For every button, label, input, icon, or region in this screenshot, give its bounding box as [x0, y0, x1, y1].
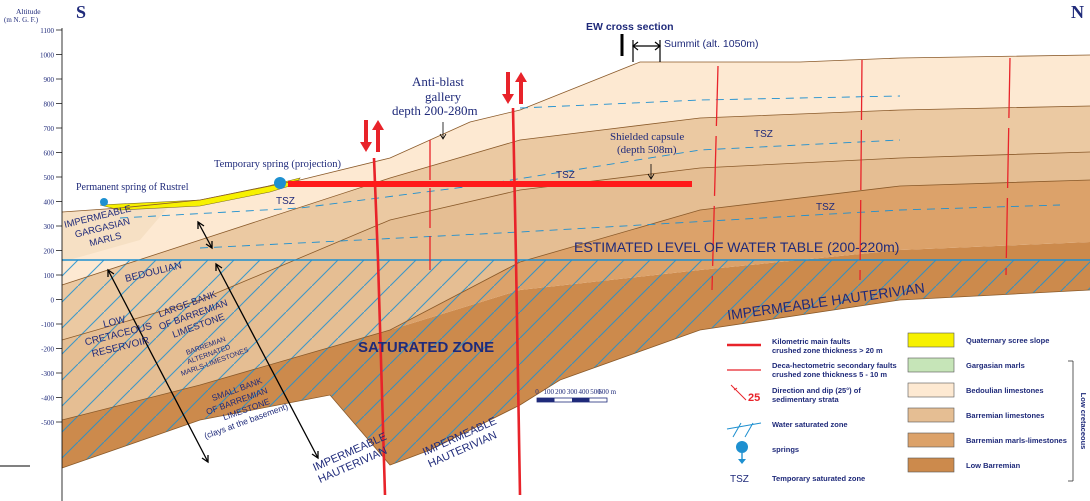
tsz-label-1: TSZ: [276, 196, 295, 207]
legend-swatch: [907, 407, 955, 423]
anti-blast-label-3: depth 200-280m: [392, 103, 478, 118]
secondary-fault-4: [1005, 57, 1011, 276]
legend-dip-value: 25: [748, 392, 760, 404]
shielded-label-1: Shielded capsule: [610, 131, 684, 143]
low-cretaceous-bracket-label: Low cretaceous: [1079, 393, 1088, 450]
thickness-arrows: [107, 220, 319, 464]
scale-tick-label: 0: [535, 388, 539, 396]
anti-blast-label-2: gallery: [425, 89, 462, 104]
axis-tick-label: 700: [44, 125, 55, 133]
water-table-label: ESTIMATED LEVEL OF WATER TABLE (200-220m…: [574, 239, 899, 255]
legend-swatch: [907, 432, 955, 448]
tsz-label-3: TSZ: [754, 129, 773, 140]
south-label: S: [76, 2, 86, 22]
axis-tick-label: 1100: [40, 27, 54, 35]
legend-dip-line2: sedimentary strata: [772, 395, 840, 404]
axis-tick-label: 100: [44, 272, 55, 280]
tsz-label-2: TSZ: [556, 170, 575, 181]
ew-cross-section-label: EW cross section: [586, 21, 674, 33]
altitude-axis: 110010009008007006005004003002001000-100…: [0, 27, 63, 501]
altitude-title: Altitude: [16, 7, 41, 16]
north-label: N: [1071, 2, 1084, 22]
summit-arrow: [632, 40, 661, 62]
scale-tick-label: 500: [590, 388, 601, 396]
summit-label: Summit (alt. 1050m): [664, 38, 759, 50]
shielded-label-2: (depth 508m): [617, 144, 677, 156]
saturated-zone-label: SATURATED ZONE: [358, 339, 494, 356]
axis-tick-label: 1000: [40, 52, 55, 60]
legend-water-label: Water saturated zone: [772, 420, 848, 429]
legend-secondary-fault-line2: crushed zone thickness 5 - 10 m: [772, 370, 887, 379]
spring-icon: [100, 177, 286, 206]
gargasian-marls-layer: [62, 205, 170, 262]
hauterivian-base: [62, 290, 1090, 501]
legend-dip-symbol: [730, 384, 747, 401]
axis-tick-label: 800: [44, 101, 55, 109]
legend-springs-label: springs: [772, 445, 799, 454]
legend-water-symbol: [726, 422, 762, 438]
axis-tick-label: 300: [44, 223, 55, 231]
legend-swatch: [907, 382, 955, 398]
barremian-marls-limestones-layer: [62, 180, 1090, 420]
legend-main-fault-line2: crushed zone thickness > 20 m: [772, 346, 883, 355]
legend-swatch-label: Barremian marls-limestones: [966, 436, 1067, 445]
barremian-limestones-upper: [62, 106, 1090, 340]
scale-tick-label: 300: [567, 388, 578, 396]
scale-tick-label: 400: [579, 388, 590, 396]
axis-tick-label: -200: [41, 346, 54, 354]
legend-secondary-fault-line1: Deca-hectometric secondary faults: [772, 361, 897, 370]
secondary-fault-2: [711, 65, 719, 291]
tsz-dash-lines: [119, 95, 1061, 249]
legend-swatch: [907, 357, 955, 373]
axis-tick-label: 200: [44, 248, 55, 256]
legend-swatch-label: Barremian limestones: [966, 411, 1044, 420]
altitude-unit: (m N. G. F.): [4, 16, 39, 24]
faults: [372, 57, 1011, 496]
scale-tick-label: 600 m: [598, 388, 616, 396]
axis-tick-label: 0: [51, 297, 55, 305]
legend-swatch: [907, 457, 955, 473]
perm-spring-label: Permanent spring of Rustrel: [76, 182, 189, 193]
axis-tick-label: 600: [44, 150, 55, 158]
legend-tsz-label: Temporary saturated zone: [772, 474, 865, 483]
strata-boundaries: [61, 54, 1090, 469]
tsz-label-4: TSZ: [816, 202, 835, 213]
legend-tsz-key: TSZ: [730, 474, 749, 485]
main-fault-1: [372, 157, 387, 496]
legend-swatch-label: Gargasian marls: [966, 361, 1025, 370]
anti-blast-label-1: Anti-blast: [412, 74, 464, 89]
axis-tick-label: -300: [41, 370, 54, 378]
legend-dip-line1: Direction and dip (25°) of: [772, 386, 861, 395]
legend-swatch-label: Low Barremian: [966, 461, 1021, 470]
legend-swatch-label: Quaternary scree slope: [966, 336, 1049, 345]
fault-arrows: [360, 72, 527, 152]
legend-swatch-label: Bedoulian limestones: [966, 386, 1044, 395]
axis-tick-label: -500: [41, 419, 54, 427]
axis-tick-label: 400: [44, 199, 55, 207]
legend-swatch: [907, 332, 955, 348]
axis-tick-label: -100: [41, 321, 54, 329]
legend-main-fault-line1: Kilometric main faults: [772, 337, 850, 346]
main-fault-2: [511, 107, 522, 496]
axis-tick-label: -400: [41, 395, 54, 403]
temp-spring-label: Temporary spring (projection): [214, 159, 341, 170]
callout-arrows: [439, 122, 655, 180]
scale-tick-label: 200: [555, 388, 566, 396]
axis-tick-label: 900: [44, 76, 55, 84]
axis-tick-label: 500: [44, 174, 55, 182]
legend-spring-icon: [736, 441, 748, 464]
secondary-fault-3: [859, 59, 863, 281]
low-cretaceous-label-1: LOW: [102, 314, 127, 330]
scale-tick-label: 100: [543, 388, 554, 396]
